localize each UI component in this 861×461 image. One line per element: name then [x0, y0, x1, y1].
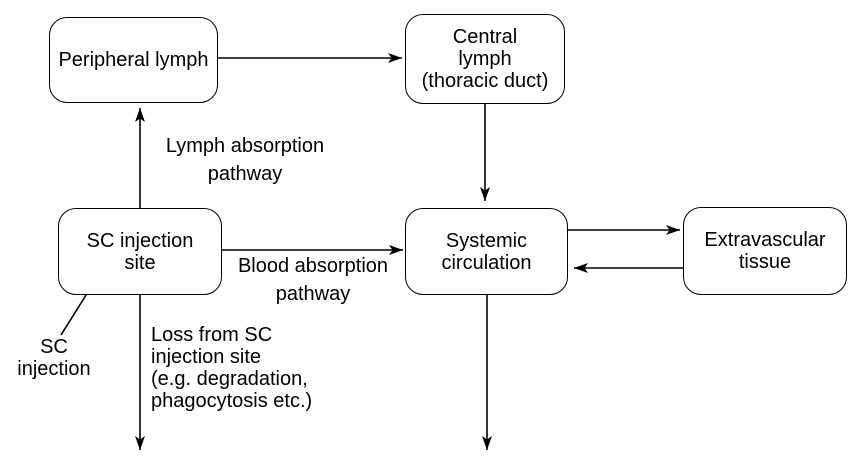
node-systemic-circulation: Systemic circulation	[405, 208, 568, 295]
label-blood-absorption-pathway: Blood absorption pathway	[237, 255, 389, 305]
node-systemic-circulation-label: Systemic circulation	[441, 229, 532, 274]
label-loss-from-sc-injection-site: Loss from SC injection site (e.g. degrad…	[151, 324, 313, 412]
node-central-lymph-label: Central lymph (thoracic duct)	[421, 26, 549, 92]
node-sc-injection-site-label: SC injection site	[86, 229, 194, 274]
node-sc-injection-site: SC injection site	[58, 208, 222, 295]
node-extravascular-tissue: Extravascular tissue	[683, 207, 847, 295]
node-extravascular-tissue-label: Extravascular tissue	[704, 229, 826, 273]
node-central-lymph: Central lymph (thoracic duct)	[405, 14, 565, 104]
label-sc-injection: SC injection	[17, 336, 91, 380]
node-peripheral-lymph-label: Peripheral lymph	[58, 49, 209, 71]
label-lymph-absorption-pathway: Lymph absorption pathway	[165, 135, 325, 185]
node-peripheral-lymph: Peripheral lymph	[49, 17, 218, 103]
